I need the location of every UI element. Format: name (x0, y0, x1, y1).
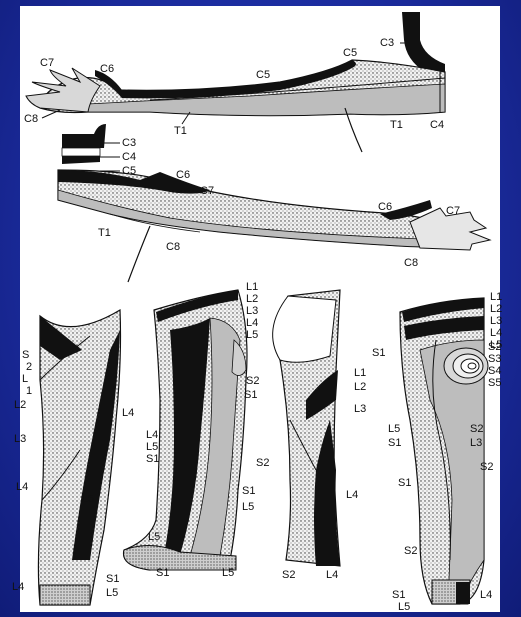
arm-bottom-label: C6 (176, 169, 190, 181)
leg-4-label: L5 (388, 423, 400, 435)
leg-3-label: S2 (256, 457, 269, 469)
leg-2-label: L5 (148, 531, 160, 543)
arm-top-c3-zone (402, 12, 445, 72)
leg-3-buttock (273, 296, 336, 362)
leg-1-label: L4 (16, 481, 28, 493)
leg-4-label: L2 (490, 303, 502, 315)
arm-bottom-label: C5 (122, 165, 136, 177)
leg-4-label: S1 (392, 589, 405, 601)
arm-bottom-label: C7 (200, 185, 214, 197)
arm-bottom-label: C3 (122, 137, 136, 149)
leg-4-label: L3 (470, 437, 482, 449)
leg-1-label: L2 (14, 399, 26, 411)
leg-1-drawing (38, 310, 120, 605)
leg-4-label: S2 (480, 461, 493, 473)
leg-2-label: L4 (146, 429, 158, 441)
leg-3-label: L3 (354, 403, 366, 415)
leg-2-label: L5 (242, 501, 254, 513)
arm-top-label: C5 (343, 47, 357, 59)
leg-4-sacral-rings (444, 348, 488, 384)
leg-4-label: S2 (470, 423, 483, 435)
arm-top-label: C7 (40, 57, 54, 69)
leg-2-label: L1 (246, 281, 258, 293)
leg-1-label: 2 (26, 361, 32, 373)
leg-4-label: L4 (490, 327, 502, 339)
arm-top-label: C8 (24, 113, 38, 125)
leg-1-outline (38, 310, 120, 605)
arm-bottom-label: C8 (404, 257, 418, 269)
leg-3-label: L1 (354, 367, 366, 379)
arm-top-label: C5 (256, 69, 270, 81)
leg-4-label: S2 (488, 341, 501, 353)
leg-1-label: L (22, 373, 28, 385)
leg-2-label: L5 (246, 329, 258, 341)
arm-top-drawing (26, 12, 445, 152)
leg-1-label: S1 (106, 573, 119, 585)
leg-1-label: S (22, 349, 29, 361)
leg-4-label: L1 (490, 291, 502, 303)
leg-2-label: S1 (244, 389, 257, 401)
leg-4-label: S1 (372, 347, 385, 359)
arm-bottom-label: C8 (166, 241, 180, 253)
leg-1-label: L5 (106, 587, 118, 599)
leg-2-label: L2 (246, 293, 258, 305)
arm-bottom-label: C6 (378, 201, 392, 213)
arm-bottom-label: T1 (98, 227, 111, 239)
leg-1-label: L5 (82, 493, 94, 505)
leg-4-label: L3 (490, 315, 502, 327)
leg-4-label: S1 (398, 477, 411, 489)
leg-3-label: S2 (282, 569, 295, 581)
arm-bottom-label: C4 (122, 151, 136, 163)
leg-2-label: S1 (146, 453, 159, 465)
leg-4-drawing (400, 298, 488, 604)
leg-3-label: L4 (326, 569, 338, 581)
leg-2-drawing (124, 290, 247, 570)
leg-3-label: L4 (346, 489, 358, 501)
arm-top-label: C3 (380, 37, 394, 49)
arm-top-hand (26, 68, 100, 112)
leg-1-label: 1 (26, 385, 32, 397)
leg-2-label: L3 (246, 305, 258, 317)
arm-bottom-c3-zone (62, 124, 106, 148)
leg-4-label: S5 (488, 377, 501, 389)
leg-4-label: S3 (488, 353, 501, 365)
leg-3-label: L2 (354, 381, 366, 393)
leg-2-label: S1 (156, 567, 169, 579)
leg-2-label: S2 (246, 375, 259, 387)
leg-3-drawing (273, 290, 340, 566)
leg-4-label: S2 (404, 545, 417, 557)
leg-2-label: S1 (242, 485, 255, 497)
leg-4-label: L4 (480, 589, 492, 601)
leg-4-label: S1 (388, 437, 401, 449)
leg-4-label: L5 (398, 601, 410, 613)
leg-4-label: S4 (488, 365, 501, 377)
arm-top-label: T1 (390, 119, 403, 131)
leg-1-label: L4 (12, 581, 24, 593)
leg-2-label: L5 (146, 441, 158, 453)
leg-2-label: L4 (246, 317, 258, 329)
leg-2-label: L5 (222, 567, 234, 579)
arm-bottom-label: C7 (446, 205, 460, 217)
leg-1-label: L3 (14, 433, 26, 445)
arm-top-label: T1 (174, 125, 187, 137)
leg-1-label: L4 (122, 407, 134, 419)
arm-top-label: C4 (430, 119, 444, 131)
arm-top-label: C6 (100, 63, 114, 75)
